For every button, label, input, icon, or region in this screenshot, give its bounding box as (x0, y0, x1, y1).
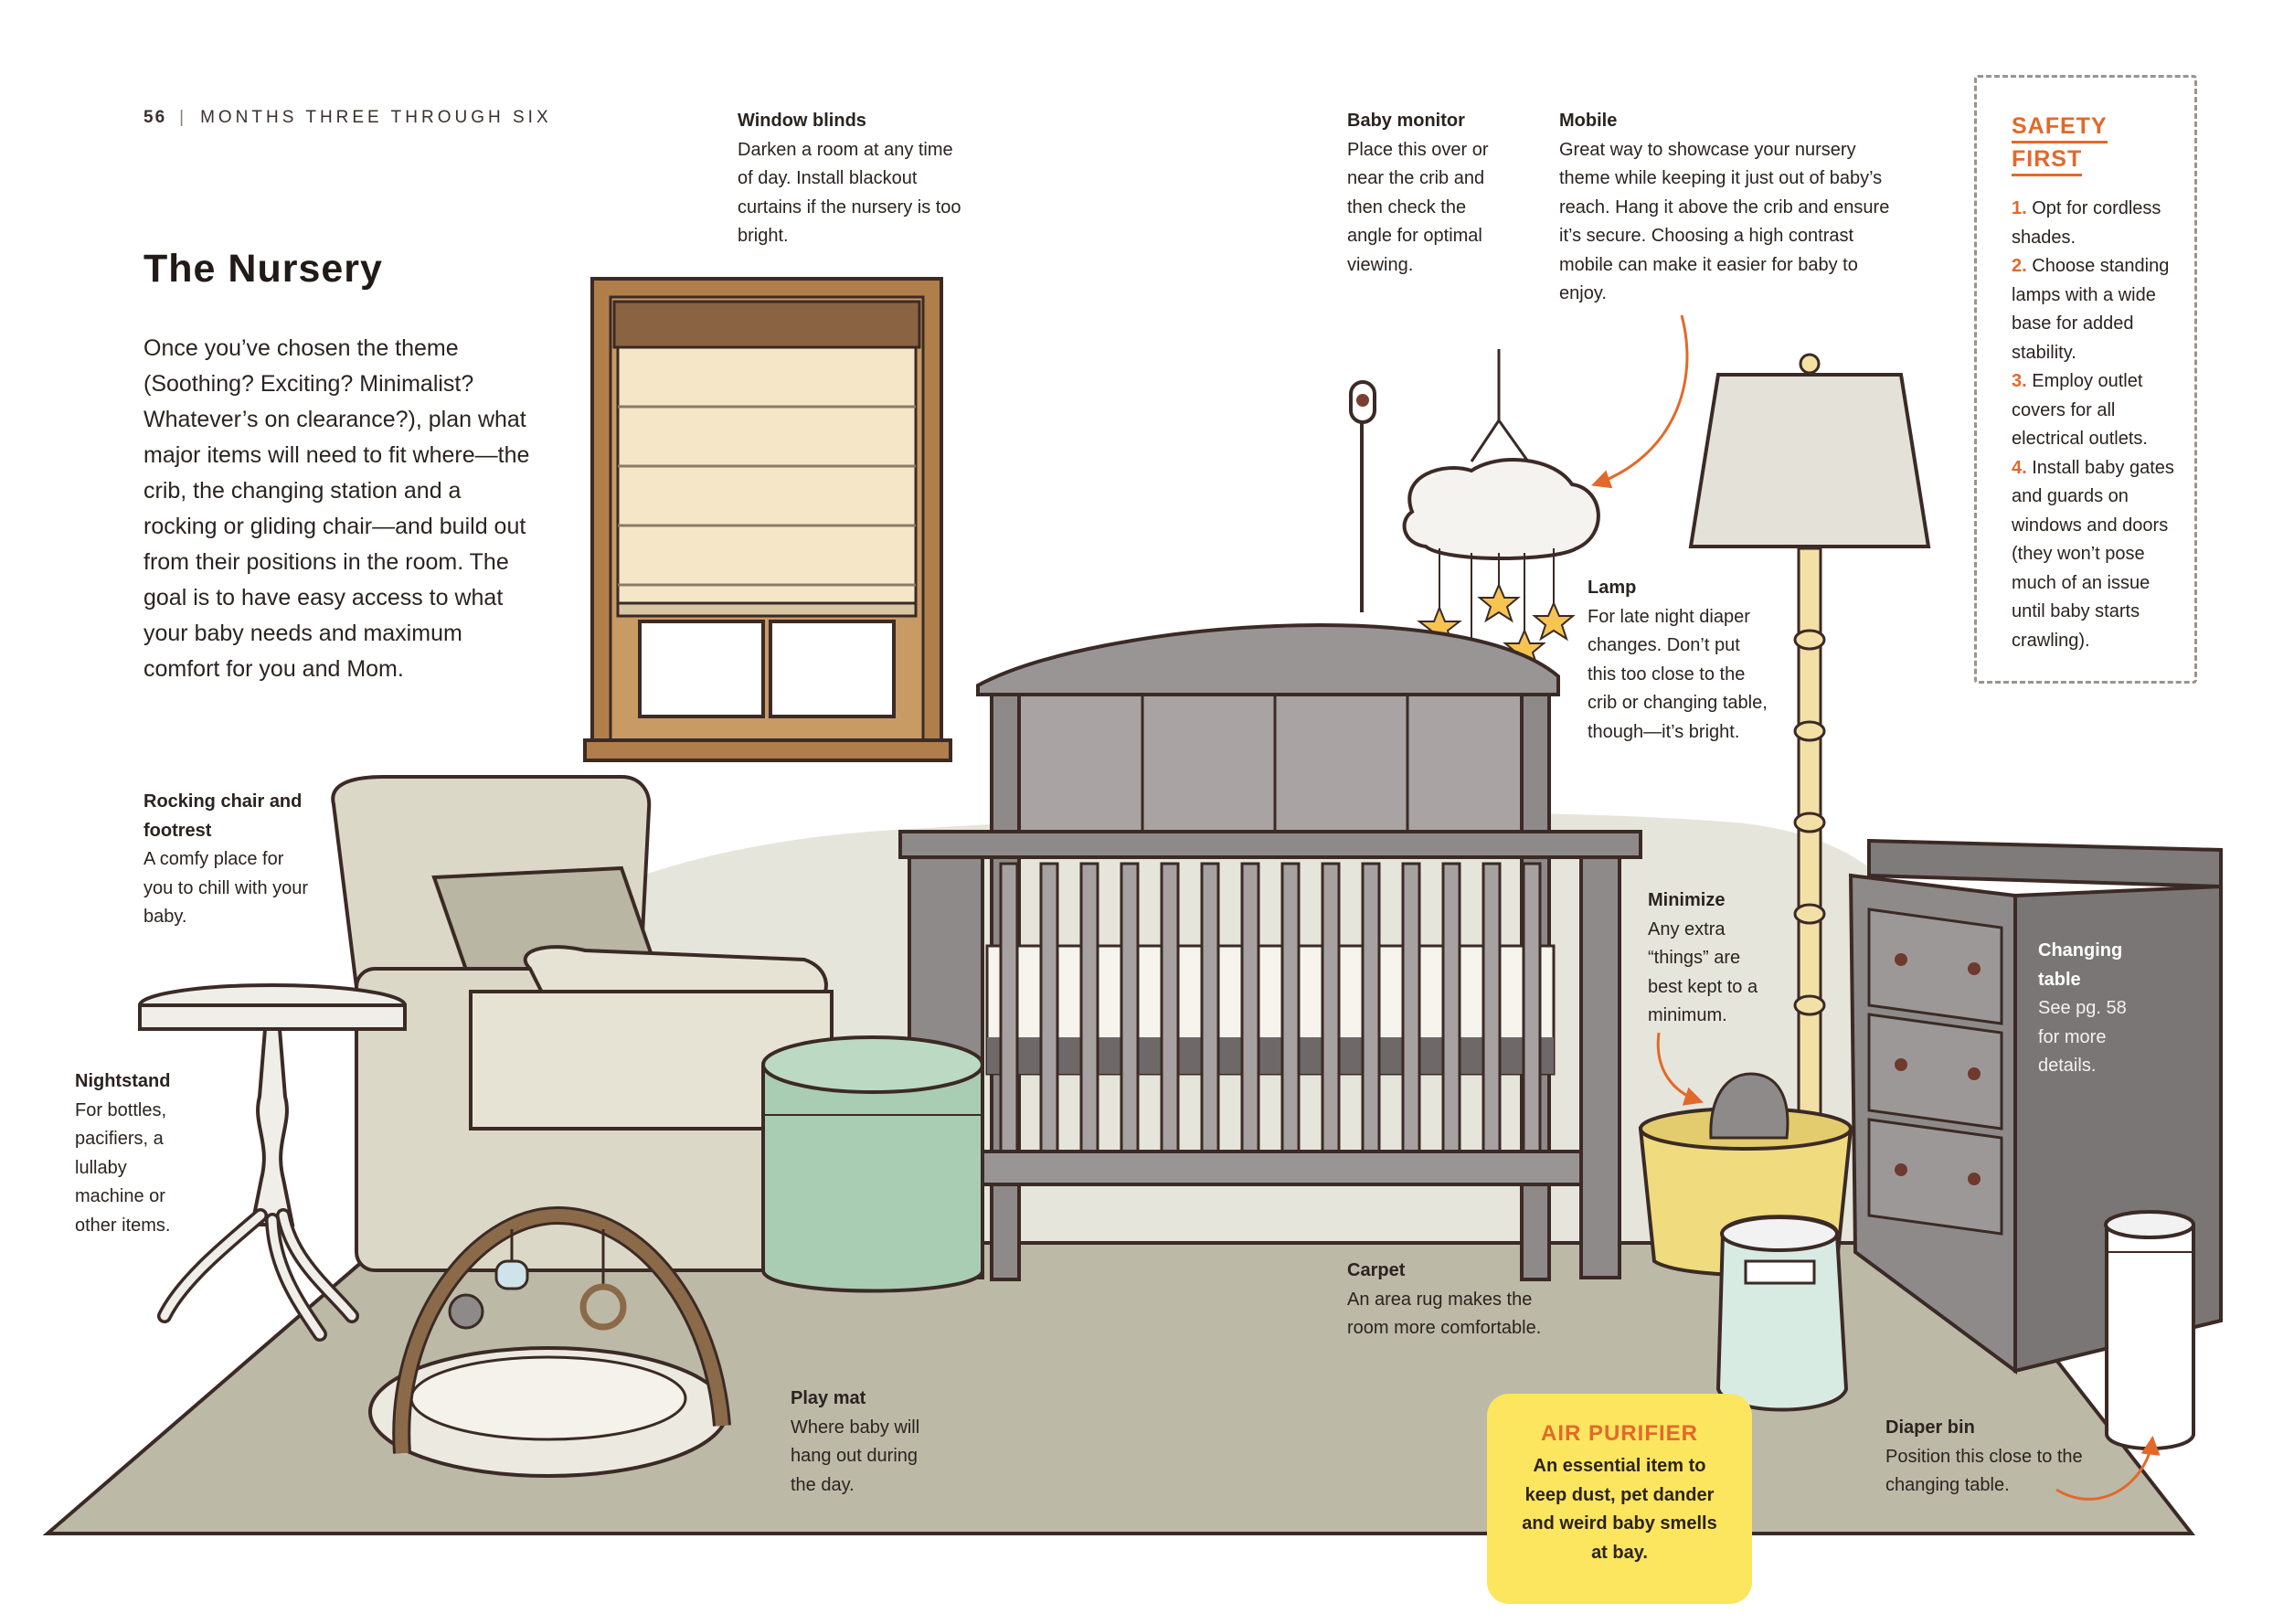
safety-first-box: SAFETY FIRST 1. Opt for cordless shades.… (1974, 75, 2197, 684)
page-header: 56 | MONTHS THREE THROUGH SIX (143, 108, 552, 128)
mobile (1402, 349, 1600, 678)
page-number: 56 (143, 108, 167, 127)
callout-lamp: Lamp For late night diaper changes. Don’… (1588, 574, 1770, 747)
callout-heading: Diaper bin (1885, 1417, 1975, 1438)
callout-heading: Window blinds (738, 111, 866, 131)
callout-heading: Rocking chair and footrest (143, 791, 303, 841)
crib-slat (1079, 862, 1099, 1153)
callout-heading: Baby monitor (1347, 111, 1465, 131)
safety-list: 1. Opt for cordless shades. 2. Choose st… (2012, 195, 2176, 655)
safety-item: 1. Opt for cordless shades. (2012, 198, 2161, 248)
crib-slat (1401, 862, 1421, 1153)
callout-body: See pg. 58 for more details. (2038, 998, 2127, 1076)
callout-carpet: Carpet An area rug makes the room more c… (1347, 1257, 1567, 1343)
callout-nightstand: Nightstand For bottles, pacifiers, a lul… (75, 1067, 198, 1240)
header-separator: | (179, 108, 188, 127)
callout-heading: Nightstand (75, 1071, 171, 1091)
diaper-bin-pointer-arrow (2055, 1435, 2161, 1501)
callout-body: Position this close to the changing tabl… (1885, 1446, 2083, 1496)
baby-monitor (1349, 380, 1376, 612)
safety-item: 4. Install baby gates and guards on wind… (2012, 457, 2174, 651)
callout-changing-table: Changing table See pg. 58 for more detai… (2038, 937, 2148, 1081)
floor-lamp (1688, 353, 1931, 1126)
rug (42, 1241, 2196, 1535)
callout-body: Place this over or near the crib and the… (1347, 139, 1489, 275)
crib-slat (1321, 862, 1341, 1153)
callout-minimize: Minimize Any extra “things” are best kep… (1648, 886, 1771, 1031)
callout-heading: Changing table (2038, 940, 2123, 990)
mobile-pointer-arrow (1591, 314, 1689, 489)
section-title: MONTHS THREE THROUGH SIX (200, 108, 552, 127)
callout-heading: Lamp (1588, 578, 1637, 598)
callout-baby-monitor: Baby monitor Place this over or near the… (1347, 107, 1503, 280)
crib-slat (1482, 862, 1502, 1153)
callout-play-mat: Play mat Where baby will hang out during… (791, 1385, 941, 1500)
crib-slat (1441, 862, 1461, 1153)
crib-slat (1200, 862, 1220, 1153)
intro-paragraph: Once you’ve chosen the theme (Soothing? … (143, 335, 530, 682)
air-purifier-heading: AIR PURIFIER (1540, 1421, 1698, 1446)
crib-slat (1160, 862, 1180, 1153)
callout-body: An area rug makes the room more comforta… (1347, 1289, 1542, 1339)
crib (898, 623, 1642, 1281)
callout-mobile: Mobile Great way to showcase your nurser… (1559, 107, 1906, 309)
diaper-bin (2104, 1210, 2195, 1450)
callout-heading: Minimize (1648, 890, 1726, 910)
nightstand (138, 983, 407, 1342)
safety-item: 2. Choose standing lamps with a wide bas… (2012, 256, 2170, 363)
play-mat (368, 1205, 731, 1478)
callout-body: Where baby will hang out during the day. (791, 1417, 920, 1495)
crib-slat (1039, 862, 1059, 1153)
callout-body: For bottles, pacifiers, a lullaby machin… (75, 1099, 171, 1236)
callout-body: Any extra “things” are best kept to a mi… (1648, 918, 1758, 1026)
page-title: The Nursery (143, 247, 383, 291)
air-purifier-body: An essential item to keep dust, pet dand… (1522, 1456, 1717, 1563)
callout-body: Darken a room at any time of day. Instal… (738, 139, 961, 247)
callout-body: For late night diaper changes. Don’t put… (1588, 606, 1768, 742)
crib-slat (1361, 862, 1381, 1153)
callout-body: A comfy place for you to chill with your… (143, 849, 309, 927)
safety-heading: SAFETY FIRST (2012, 111, 2176, 176)
changing-table (1848, 838, 2223, 1375)
crib-slat (1280, 862, 1301, 1153)
safety-item: 3. Employ outlet covers for all electric… (2012, 371, 2148, 449)
minimize-pointer-arrow (1656, 1032, 1704, 1106)
crib-slat (999, 862, 1019, 1153)
callout-heading: Carpet (1347, 1260, 1406, 1280)
callout-heading: Play mat (791, 1388, 866, 1408)
crib-slat (1120, 862, 1140, 1153)
callout-window-blinds: Window blinds Darken a room at any time … (738, 107, 961, 251)
window (583, 277, 952, 762)
callout-rocking-chair: Rocking chair and footrest A comfy place… (143, 788, 317, 932)
callout-diaper-bin: Diaper bin Position this close to the ch… (1885, 1414, 2087, 1501)
ottoman (761, 1035, 984, 1293)
callout-body: Great way to showcase your nursery theme… (1559, 139, 1890, 304)
callout-heading: Mobile (1559, 111, 1618, 131)
air-purifier-device (1715, 1215, 1849, 1412)
crib-slat (1522, 862, 1542, 1153)
air-purifier-callout: AIR PURIFIER An essential item to keep d… (1487, 1394, 1752, 1604)
crib-slat (1240, 862, 1260, 1153)
